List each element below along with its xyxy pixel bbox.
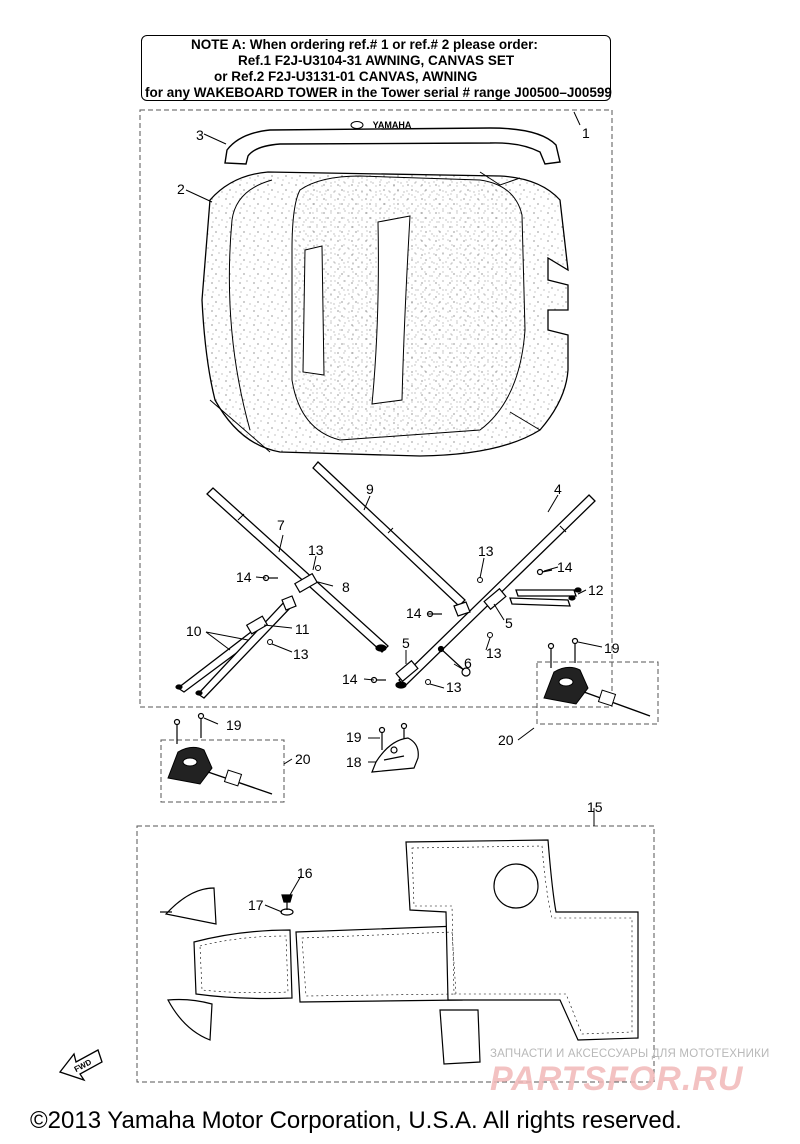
callout-14-d: 14 — [342, 671, 358, 687]
callout-5-b: 5 — [402, 635, 410, 651]
brand-text: YAMAHA — [373, 120, 412, 130]
callout-14-a: 14 — [236, 569, 252, 585]
callout-18: 18 — [346, 754, 362, 770]
fwd-arrow-icon: FWD — [58, 1049, 103, 1082]
mat-right-large — [405, 839, 639, 1041]
callout-4: 4 — [554, 481, 562, 497]
group-box-right-mount — [536, 661, 659, 725]
callout-13-e: 13 — [446, 679, 462, 695]
copyright-text: ©2013 Yamaha Motor Corporation, U.S.A. A… — [30, 1107, 682, 1134]
end-cap-left-tube — [453, 601, 471, 617]
note-line-4: for any WAKEBOARD TOWER in the Tower ser… — [145, 85, 612, 100]
tube-part-10-b — [197, 599, 293, 699]
note-box: NOTE A: When ordering ref.# 1 or ref.# 2… — [141, 35, 612, 101]
bimini-frame-strap: YAMAHA — [224, 120, 561, 165]
canvas-awning — [201, 171, 569, 457]
mat-left-wedge — [164, 887, 217, 925]
mount-assembly-left — [167, 746, 273, 795]
bracket-part-18 — [371, 737, 419, 773]
callout-9: 9 — [366, 481, 374, 497]
callout-1: 1 — [582, 125, 590, 141]
callout-14-b: 14 — [557, 559, 573, 575]
mat-left-wedge-small — [167, 998, 213, 1041]
brand-logo-icon — [350, 121, 364, 129]
callout-19-b: 19 — [226, 717, 242, 733]
clamp-part-5-lower — [395, 659, 419, 683]
callout-19-c: 19 — [346, 729, 362, 745]
callout-13-b: 13 — [478, 543, 494, 559]
callout-6: 6 — [464, 655, 472, 671]
group-box-left-mount — [160, 739, 285, 803]
watermark-logo: PARTSFOR.RU — [490, 1060, 744, 1098]
tube-part-12-b — [515, 589, 577, 597]
clamp-part-11 — [245, 615, 269, 635]
tube-part-9 — [312, 461, 466, 607]
mat-bottom-small — [439, 1009, 481, 1065]
callout-13-c: 13 — [293, 646, 309, 662]
tube-part-7 — [206, 487, 389, 653]
group-box-awning-set — [139, 109, 613, 708]
clamp-part-5-upper — [483, 587, 507, 611]
callout-5-a: 5 — [505, 615, 513, 631]
callout-3: 3 — [196, 127, 204, 143]
note-line-3: or Ref.2 F2J-U3131-01 CANVAS, AWNING — [214, 69, 478, 84]
mount-assembly-right — [543, 666, 651, 717]
callout-13-a: 13 — [308, 542, 324, 558]
callout-20-b: 20 — [295, 751, 311, 767]
note-line-2: Ref.1 F2J-U3104-31 AWNING, CANVAS SET — [238, 53, 515, 68]
mat-center-main — [295, 925, 463, 1003]
tube-part-12-a — [509, 597, 571, 607]
bolts-part-19 — [173, 637, 579, 750]
group-box-mat-set — [136, 825, 655, 1083]
dashed-group-boxes — [136, 109, 659, 1083]
callout-13-d: 13 — [486, 645, 502, 661]
callout-19-a: 19 — [604, 640, 620, 656]
mat-inner-dashes — [199, 845, 633, 1035]
watermark-tagline: ЗАПЧАСТИ И АКСЕССУАРЫ ДЛЯ МОТОТЕХНИКИ — [490, 1048, 770, 1060]
leader-lines — [185, 111, 603, 913]
end-cap-part-8 — [281, 595, 297, 611]
clamps — [175, 572, 582, 696]
callout-20-a: 20 — [498, 732, 514, 748]
callout-15: 15 — [587, 799, 603, 815]
callout-17: 17 — [248, 897, 264, 913]
clamp-part-8 — [294, 572, 318, 594]
note-line-1: NOTE A: When ordering ref.# 1 or ref.# 2… — [191, 37, 538, 52]
callout-14-c: 14 — [406, 605, 422, 621]
callout-7: 7 — [277, 517, 285, 533]
mat-center-left — [193, 929, 293, 1000]
callout-8: 8 — [342, 579, 350, 595]
callout-16: 16 — [297, 865, 313, 881]
callout-11: 11 — [295, 621, 310, 637]
mat-set — [160, 839, 639, 1065]
callout-numbers: 3 1 2 9 4 7 13 13 14 14 8 12 14 5 10 11 … — [177, 125, 620, 913]
callout-12: 12 — [588, 582, 604, 598]
rings-part-13 — [267, 565, 493, 685]
fasteners-part-16-17 — [280, 894, 294, 916]
callout-10: 10 — [186, 623, 202, 639]
callout-2: 2 — [177, 181, 185, 197]
mat-cutout — [493, 863, 539, 909]
